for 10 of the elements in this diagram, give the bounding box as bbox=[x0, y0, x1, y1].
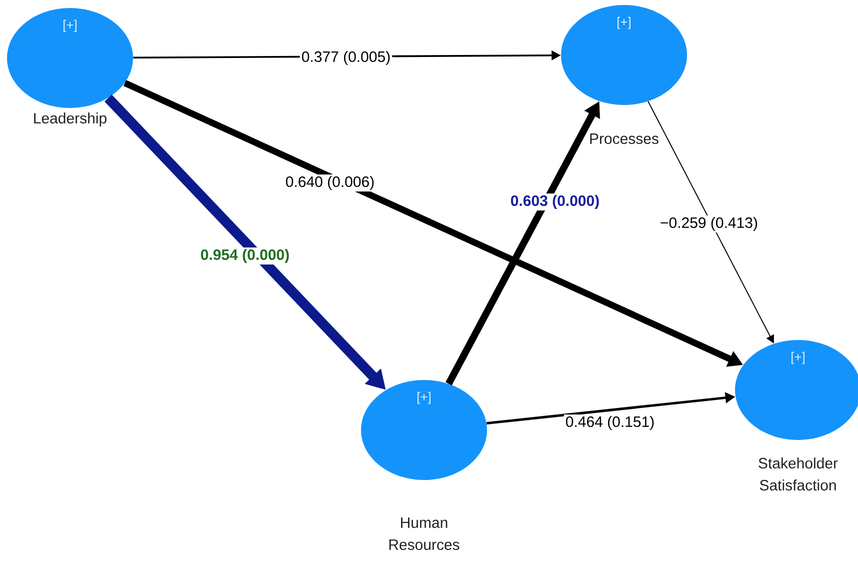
edge-label: 0.377 (0.005) bbox=[300, 50, 392, 66]
edge-label: 0.603 (0.000) bbox=[508, 194, 602, 210]
node-label: Leadership bbox=[34, 112, 106, 126]
node-label: Stakeholder Satisfaction bbox=[758, 458, 838, 491]
node-label: Processes bbox=[590, 134, 658, 144]
node-label: Human Resources bbox=[389, 518, 460, 550]
edge-label: 0.640 (0.006) bbox=[284, 174, 376, 192]
edge-label: 0.464 (0.151) bbox=[564, 414, 656, 432]
edge-label: −0.259 (0.413) bbox=[658, 216, 760, 232]
edge-label: 0.954 (0.000) bbox=[198, 248, 292, 264]
